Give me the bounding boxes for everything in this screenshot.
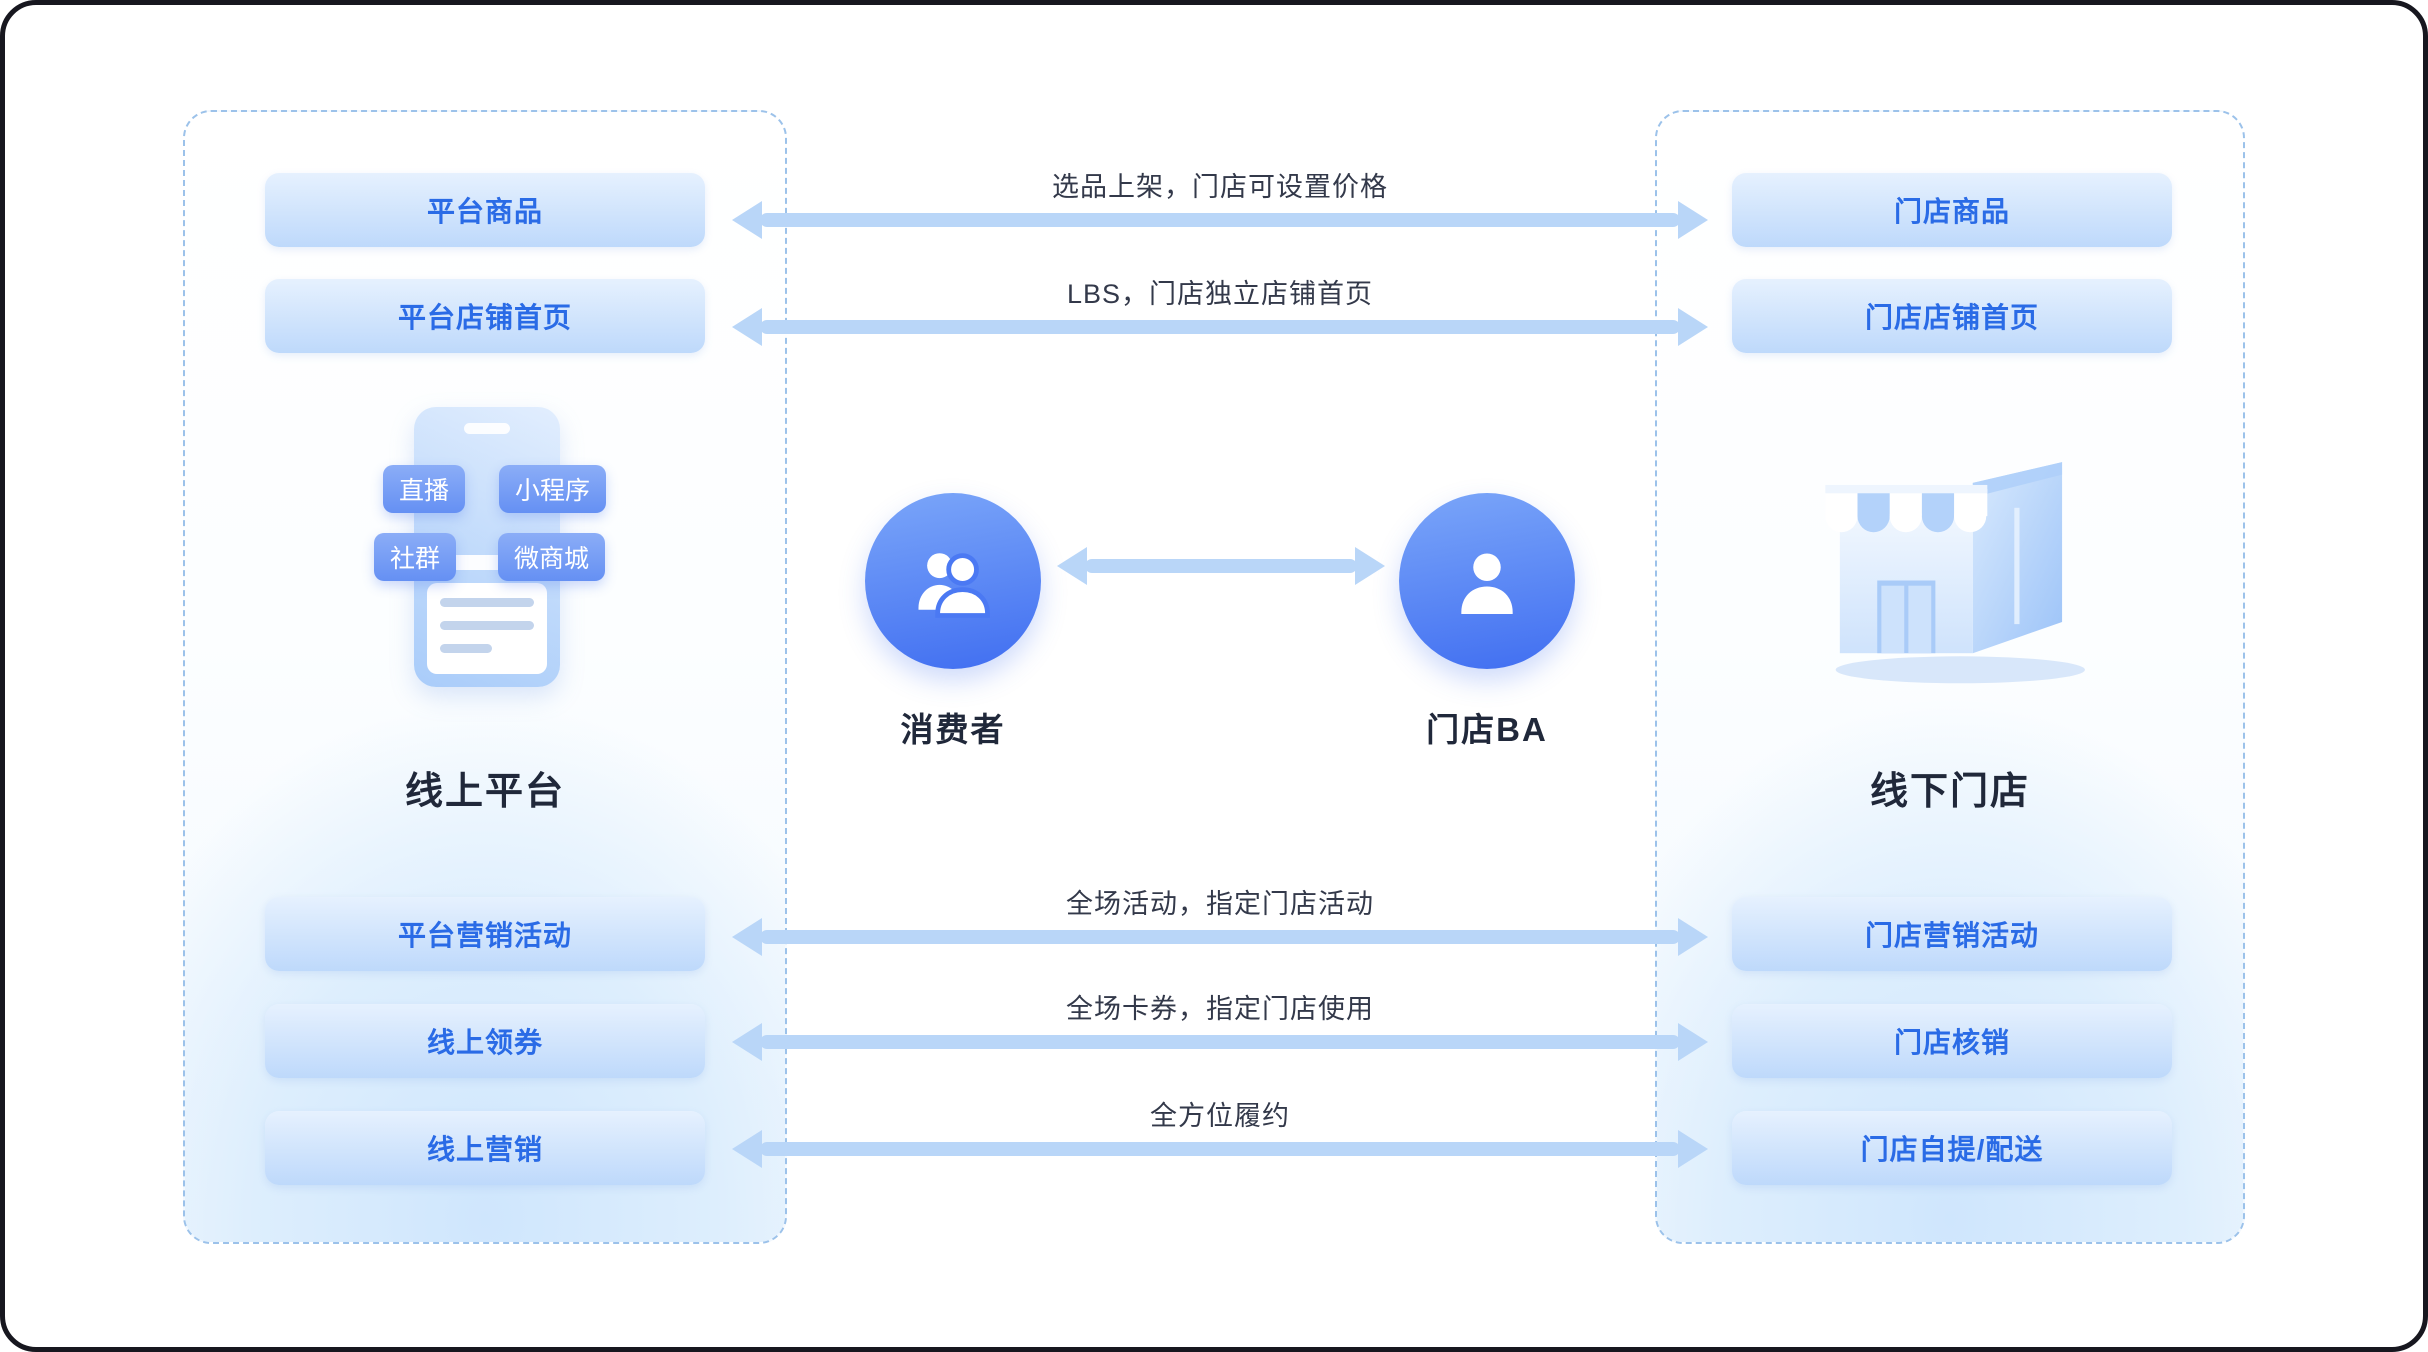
node-store-marketing-activity: 门店营销活动 — [1732, 897, 2172, 971]
consumer-node — [865, 493, 1041, 669]
double-arrow-coupon-usage — [760, 1035, 1680, 1049]
text-line — [440, 644, 492, 653]
text-line — [440, 621, 534, 630]
connection-label-lbs-homepage: LBS，门店独立店铺首页 — [1066, 279, 1374, 309]
panel-title-online: 线上平台 — [404, 771, 565, 813]
connection-label-product-listing: 选品上架，门店可设置价格 — [1052, 172, 1388, 202]
store-building-icon — [1817, 442, 2087, 697]
person-icon — [1461, 553, 1513, 614]
text-line — [440, 598, 534, 607]
node-platform-store-homepage: 平台店铺首页 — [265, 279, 705, 353]
consumers-icon — [918, 553, 990, 618]
connection-label-coupon-usage: 全场卡券，指定门店使用 — [1066, 994, 1374, 1024]
store-ba-node — [1399, 493, 1575, 669]
tag-community: 社群 — [374, 533, 457, 581]
connection-label-marketing-activity: 全场活动，指定门店活动 — [1066, 889, 1374, 919]
node-store-homepage: 门店店铺首页 — [1732, 279, 2172, 353]
node-store-pickup-delivery: 门店自提/配送 — [1732, 1111, 2172, 1185]
double-arrow-marketing-activity — [760, 930, 1680, 944]
double-arrow-fulfillment — [760, 1142, 1680, 1156]
online-platform-panel: 平台商品 平台店铺首页 直播 小程序 社群 微商城 线上平台 平台营销活动 线上… — [183, 110, 787, 1244]
double-arrow-lbs-homepage — [760, 320, 1680, 334]
node-store-products: 门店商品 — [1732, 173, 2172, 247]
node-platform-marketing-activity: 平台营销活动 — [265, 897, 705, 971]
store-ba-label: 门店BA — [1426, 711, 1548, 748]
node-online-coupon: 线上领券 — [265, 1004, 705, 1078]
phone-screen — [427, 583, 547, 674]
tag-micro-mall: 微商城 — [498, 533, 606, 581]
consumer-ba-arrow — [1085, 559, 1357, 573]
phone-speaker-icon — [464, 423, 510, 434]
double-arrow-product-listing — [760, 213, 1680, 227]
node-online-marketing: 线上营销 — [265, 1111, 705, 1185]
offline-store-panel: 门店商品 门店店铺首页 — [1655, 110, 2245, 1244]
tag-live-stream: 直播 — [383, 465, 466, 513]
node-platform-products: 平台商品 — [265, 173, 705, 247]
connection-label-fulfillment: 全方位履约 — [1150, 1101, 1290, 1131]
node-store-redemption: 门店核销 — [1732, 1004, 2172, 1078]
consumer-label: 消费者 — [900, 711, 1006, 748]
tag-mini-program: 小程序 — [499, 465, 607, 513]
panel-title-offline: 线下门店 — [1869, 771, 2030, 813]
